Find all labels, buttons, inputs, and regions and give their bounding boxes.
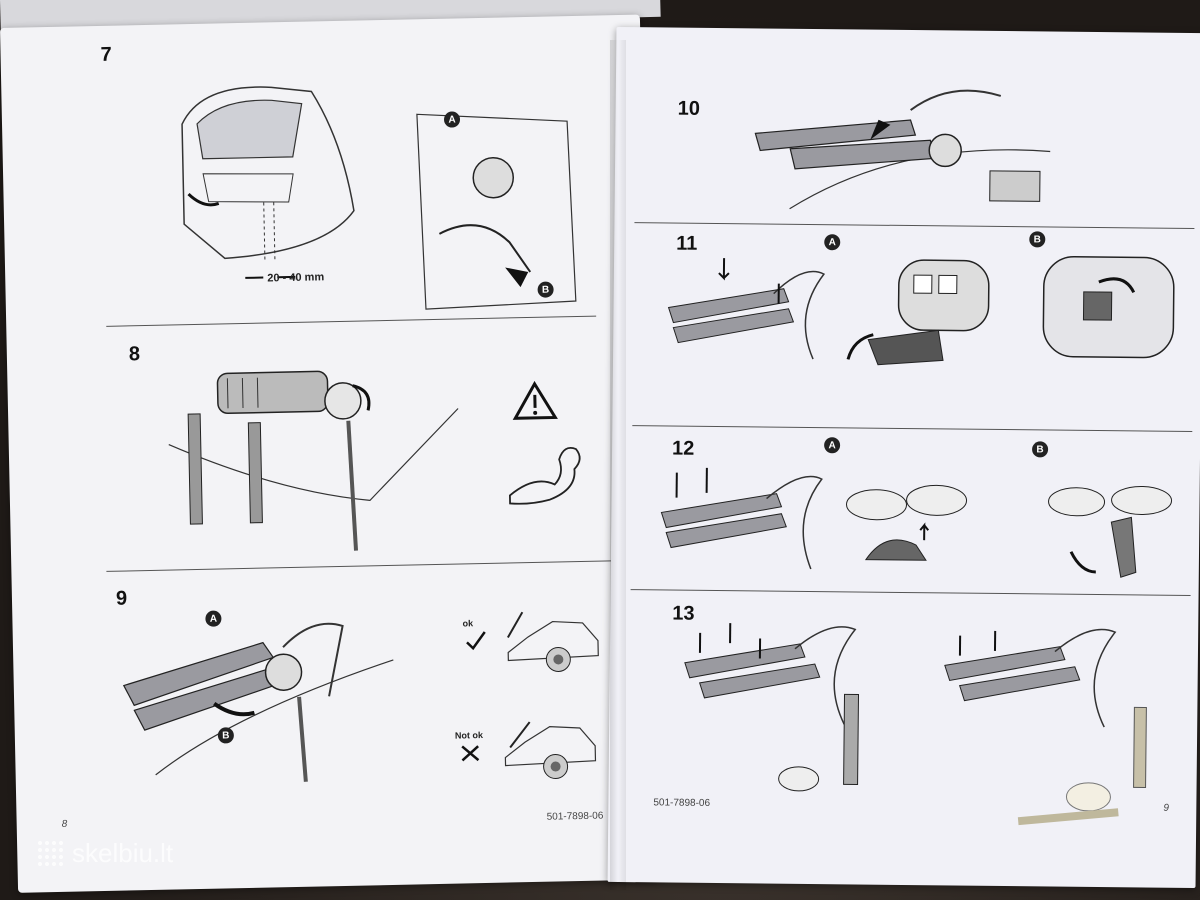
step-12-arm-illustration — [660, 467, 823, 570]
right-page-number: 9 — [1163, 802, 1169, 814]
watermark: skelbiu.lt — [38, 838, 173, 869]
watermark-text: skelbiu.lt — [72, 838, 174, 868]
page-fold-shadow — [610, 40, 626, 890]
right-manual-page: 10 11 A B 12 A — [607, 26, 1200, 889]
divider-11-12 — [632, 425, 1193, 432]
left-doc-code: 501-7898-06 — [546, 810, 604, 823]
flexed-arm-icon — [508, 447, 581, 505]
divider-12-13 — [630, 589, 1191, 596]
checkmark-icon — [466, 631, 486, 651]
right-doc-code: 501-7898-06 — [653, 797, 711, 809]
left-manual-page: 7 20 - 40 mm A B 8 9 — [0, 14, 658, 893]
step-7-measurement: 20 - 40 mm — [267, 271, 325, 285]
step-12a-cradle-illustration — [846, 484, 968, 561]
cross-icon — [461, 745, 480, 762]
warning-triangle-icon — [512, 380, 558, 420]
step-9-rack-mounting-illustration — [122, 622, 394, 782]
step-11a-clamp-illustration — [846, 259, 990, 366]
step-8-number: 8 — [128, 343, 141, 366]
step-7-number: 7 — [100, 43, 112, 66]
step-12-badge-a: A — [824, 437, 841, 454]
step-10-number: 10 — [677, 97, 701, 120]
step-12b-cradle-illustration — [1048, 485, 1173, 578]
watermark-logo-icon — [38, 840, 64, 867]
not-ok-label: Not ok — [454, 730, 484, 741]
step-11b-lock-illustration — [1042, 255, 1175, 359]
divider-8-9 — [106, 560, 612, 572]
step-8-rack-illustration — [168, 370, 459, 551]
sedan-not-ok-illustration — [504, 721, 597, 780]
ok-label: ok — [462, 618, 474, 629]
step-12-badge-b: B — [1032, 441, 1049, 458]
step-11-badge-a: A — [824, 234, 841, 251]
step-13-left-illustration — [684, 623, 860, 792]
step-11-arm-illustration — [667, 258, 826, 360]
step-10-rack-illustration — [754, 89, 1051, 210]
step-11-badge-b: B — [1029, 231, 1046, 248]
step-7-strap-detail — [416, 113, 577, 310]
sedan-ok-illustration — [507, 611, 599, 672]
step-13-right-illustration — [944, 628, 1147, 826]
left-page-number: 8 — [61, 818, 68, 830]
divider-7-8 — [106, 315, 597, 327]
divider-10-11 — [634, 222, 1195, 230]
step-7-car-illustration — [181, 86, 355, 279]
